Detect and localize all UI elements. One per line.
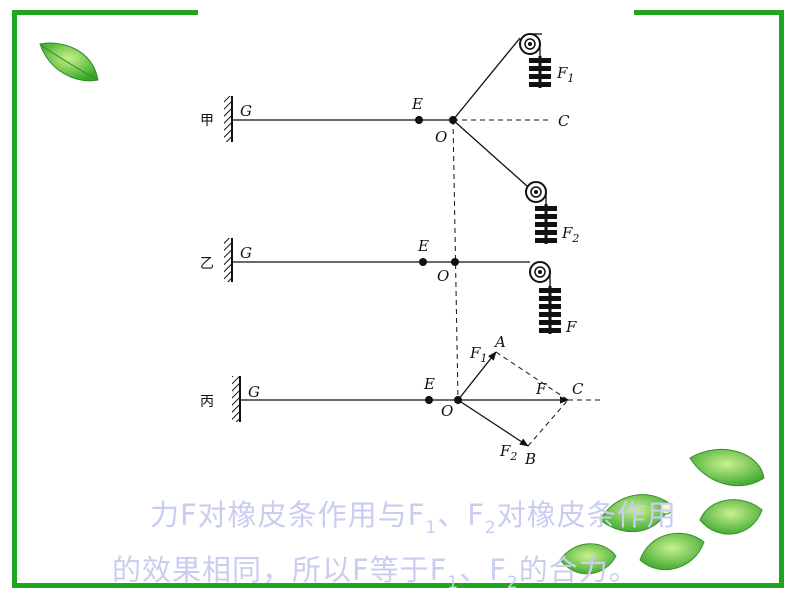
point-e-yi [419, 258, 427, 266]
point-e-bing [425, 396, 433, 404]
label-g-yi: G [240, 244, 252, 262]
dashed-bc-bing [527, 399, 569, 447]
dashed-ac-bing [495, 351, 569, 401]
label-a-bing: A [493, 333, 506, 351]
vector-f1-bing [457, 351, 497, 401]
frame-left [12, 10, 17, 588]
leaves-icon-bottom [559, 448, 765, 575]
label-f-yi: F [565, 318, 577, 336]
row-tag-jia: 甲 [200, 113, 214, 129]
wall-hatch-yi [224, 238, 232, 282]
row-bing: 丙 G E O F C A F1 B F2 [200, 333, 604, 468]
weights-f2-jia [535, 204, 557, 244]
label-f1-jia: F1 [556, 64, 574, 85]
label-e-bing: E [423, 375, 435, 393]
label-g-bing: G [248, 383, 260, 401]
row-yi: 乙 G E O F [200, 237, 577, 336]
wall-hatch-jia [224, 96, 232, 142]
weights-f1-jia [529, 56, 551, 88]
label-b-bing: B [524, 450, 536, 468]
explanation-caption: 力F对橡皮条作用与F1、F2对橡皮条作用 的效果相同，所以F等于F1、F2的合力… [112, 494, 772, 604]
label-c-jia: C [558, 112, 570, 130]
frame-top-right [634, 10, 784, 15]
row-tag-bing: 丙 [200, 394, 214, 410]
label-f-bing: F [535, 380, 547, 398]
frame-top-left [12, 10, 198, 15]
string-1-jia [452, 37, 521, 121]
label-e-jia: E [411, 95, 423, 113]
wall-hatch-bing [232, 376, 240, 422]
leaf-icon-top [39, 42, 99, 82]
row-jia: 甲 G E O C F1 [200, 33, 579, 245]
label-o-yi: O [437, 267, 449, 285]
point-o-yi [451, 258, 459, 266]
label-o-bing: O [441, 402, 453, 420]
label-f2-jia: F2 [561, 224, 579, 245]
dashed-alignment-line [452, 119, 459, 401]
point-e-jia [415, 116, 423, 124]
label-o-jia: O [435, 128, 447, 146]
label-g-jia: G [240, 102, 252, 120]
label-f1-bing: F1 [469, 344, 487, 365]
weights-f-yi [539, 286, 561, 334]
caption-line-2: 的效果相同，所以F等于F1、F2的合力。 [112, 553, 639, 593]
frame-right [779, 10, 784, 588]
label-c-bing: C [572, 380, 584, 398]
frame-bottom [12, 583, 784, 588]
string-2-jia [452, 119, 528, 187]
row-tag-yi: 乙 [200, 256, 214, 272]
caption-line-1: 力F对橡皮条作用与F1、F2对橡皮条作用 [150, 498, 677, 538]
label-f2-bing: F2 [499, 442, 517, 463]
vector-f2-bing [457, 399, 529, 447]
label-e-yi: E [417, 237, 429, 255]
